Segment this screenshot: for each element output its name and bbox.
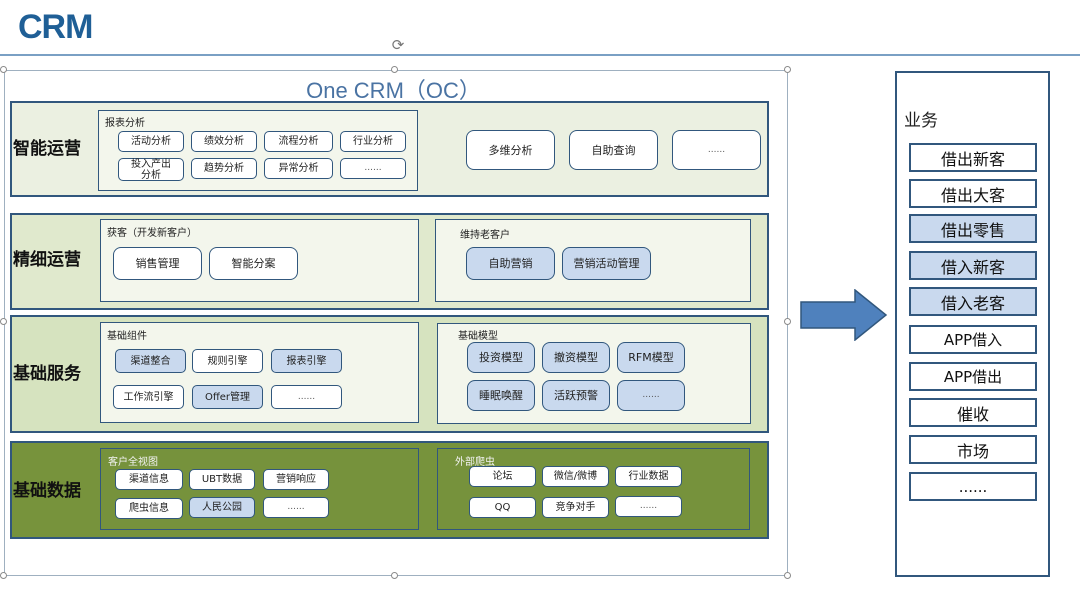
business-item[interactable]: 借入老客 (909, 287, 1037, 316)
data-item[interactable]: 论坛 (469, 466, 536, 487)
data-item[interactable]: 人民公园 (189, 497, 255, 518)
report-item[interactable]: 流程分析 (264, 131, 333, 152)
model-item[interactable]: RFM模型 (617, 342, 685, 373)
data-item[interactable]: QQ (469, 497, 536, 518)
report-item[interactable]: ...... (340, 158, 406, 179)
report-item[interactable]: 活动分析 (118, 131, 184, 152)
group-title: 获客（开发新客户） (107, 228, 197, 239)
row-label: 精细运营 (13, 250, 81, 270)
group-title: 基础模型 (458, 331, 498, 342)
component-item[interactable]: 规则引擎 (192, 349, 263, 373)
group-title: 维持老客户 (460, 230, 510, 241)
resize-handle[interactable] (391, 66, 398, 73)
sales-management-button[interactable]: 销售管理 (113, 247, 202, 280)
data-item[interactable]: 微信/微博 (542, 466, 609, 487)
report-item[interactable]: 投入产出分析 (118, 158, 184, 181)
header-divider (0, 54, 1080, 56)
resize-handle[interactable] (391, 572, 398, 579)
resize-handle[interactable] (0, 66, 7, 73)
component-item[interactable]: ...... (271, 385, 342, 409)
resize-handle[interactable] (784, 572, 791, 579)
component-item[interactable]: Offer管理 (192, 385, 263, 409)
business-item[interactable]: 借出新客 (909, 143, 1037, 172)
business-item[interactable]: 借出大客 (909, 179, 1037, 208)
component-item[interactable]: 报表引擎 (271, 349, 342, 373)
business-item[interactable]: ...... (909, 472, 1037, 501)
campaign-management-button[interactable]: 营销活动管理 (562, 247, 651, 280)
more-button[interactable]: ...... (672, 130, 761, 170)
model-item[interactable]: 投资模型 (467, 342, 535, 373)
model-item[interactable]: 活跃预警 (542, 380, 610, 411)
smart-assignment-button[interactable]: 智能分案 (209, 247, 298, 280)
business-item[interactable]: 市场 (909, 435, 1037, 464)
business-item[interactable]: APP借出 (909, 362, 1037, 391)
resize-handle[interactable] (0, 318, 7, 325)
row-label: 智能运营 (13, 139, 81, 159)
page-title: CRM (18, 8, 93, 46)
model-item[interactable]: 睡眠唤醒 (467, 380, 535, 411)
right-arrow-icon (800, 289, 888, 341)
model-item[interactable]: 撤资模型 (542, 342, 610, 373)
data-item[interactable]: 行业数据 (615, 466, 682, 487)
diagram-title: One CRM（OC） (306, 78, 481, 103)
component-item[interactable]: 渠道整合 (115, 349, 186, 373)
resize-handle[interactable] (0, 572, 7, 579)
resize-handle[interactable] (784, 66, 791, 73)
report-item[interactable]: 行业分析 (340, 131, 406, 152)
model-item[interactable]: ...... (617, 380, 685, 411)
component-item[interactable]: 工作流引擎 (113, 385, 184, 409)
group-title: 外部爬虫 (455, 457, 495, 468)
group-title: 客户全视图 (108, 457, 158, 468)
report-item[interactable]: 绩效分析 (191, 131, 257, 152)
business-item[interactable]: 催收 (909, 398, 1037, 427)
group-title: 基础组件 (107, 331, 147, 342)
row-label: 基础服务 (13, 364, 81, 384)
self-marketing-button[interactable]: 自助营销 (466, 247, 555, 280)
multidimensional-analysis-button[interactable]: 多维分析 (466, 130, 555, 170)
report-item[interactable]: 趋势分析 (191, 158, 257, 179)
row-label: 基础数据 (13, 481, 81, 501)
data-item[interactable]: UBT数据 (189, 469, 255, 490)
resize-handle[interactable] (784, 318, 791, 325)
data-item[interactable]: ...... (263, 497, 329, 518)
group-title: 报表分析 (105, 118, 145, 129)
rotate-handle-icon[interactable]: ⟳ (391, 36, 405, 54)
data-item[interactable]: ...... (615, 496, 682, 517)
data-item[interactable]: 爬虫信息 (115, 498, 183, 519)
business-item[interactable]: 借入新客 (909, 251, 1037, 280)
report-item[interactable]: 异常分析 (264, 158, 333, 179)
data-item[interactable]: 竞争对手 (542, 497, 609, 518)
business-item[interactable]: 借出零售 (909, 214, 1037, 243)
self-query-button[interactable]: 自助查询 (569, 130, 658, 170)
data-item[interactable]: 渠道信息 (115, 469, 183, 490)
business-item[interactable]: APP借入 (909, 325, 1037, 354)
data-item[interactable]: 营销响应 (263, 469, 329, 490)
business-title: 业务 (904, 111, 938, 131)
